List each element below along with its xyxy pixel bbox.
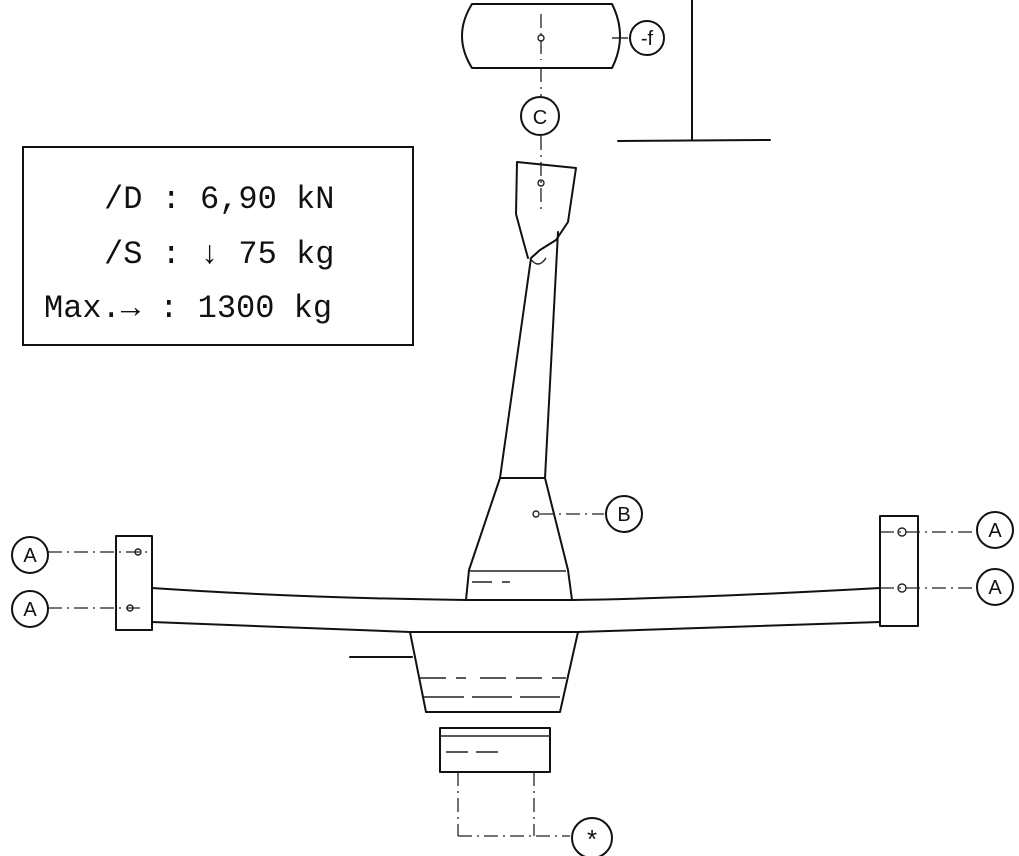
callout-b: B — [605, 495, 643, 533]
spec-row-max: Max.→ : 1300 kg — [44, 293, 332, 325]
callout-star: * — [571, 817, 613, 856]
spec-label-max: Max.→ — [44, 290, 141, 327]
callout-a-left-top-label: A — [23, 545, 37, 567]
callout-a-left-bottom: A — [11, 590, 49, 628]
callout-f-label: -f — [641, 28, 654, 50]
wall-bracket — [617, 0, 771, 142]
lower-housing — [349, 631, 579, 773]
right-bracket — [879, 515, 974, 627]
bottom-shaft — [457, 772, 570, 837]
spec-sep-s: : — [161, 236, 181, 273]
callout-a-right-top-label: A — [988, 520, 1002, 542]
cone-part-b — [465, 477, 604, 601]
spec-value-s: ↓ 75 kg — [200, 236, 335, 273]
spec-value-max: 1300 kg — [197, 290, 333, 327]
callout-f: -f — [612, 20, 665, 56]
callout-a-right-bottom-label: A — [988, 577, 1002, 599]
callout-a-left-top: A — [11, 536, 49, 574]
spec-box: /D : 6,90 kN /S : ↓ 75 kg Max.→ : 1300 k… — [22, 146, 414, 346]
spec-label-d: /D — [104, 181, 143, 218]
crossbar — [151, 587, 881, 633]
left-bracket — [48, 535, 153, 631]
callout-a-right-top: A — [976, 511, 1014, 549]
callout-a-right-bottom: A — [976, 568, 1014, 606]
spec-row-d: /D : 6,90 kN — [104, 184, 334, 216]
arm-rod — [499, 161, 577, 479]
spec-sep-d: : — [161, 181, 181, 218]
callout-a-left-bottom-label: A — [23, 599, 37, 621]
spec-sep-max: : — [159, 290, 179, 327]
spec-value-d: 6,90 kN — [200, 181, 335, 218]
callout-b-label: B — [617, 504, 630, 526]
part-f-capsule — [461, 3, 621, 69]
callout-star-label: * — [587, 824, 597, 854]
spec-row-s: /S : ↓ 75 kg — [104, 239, 334, 271]
spec-label-s: /S — [104, 236, 143, 273]
callout-c-label: C — [533, 107, 547, 129]
callout-c: C — [520, 96, 560, 136]
